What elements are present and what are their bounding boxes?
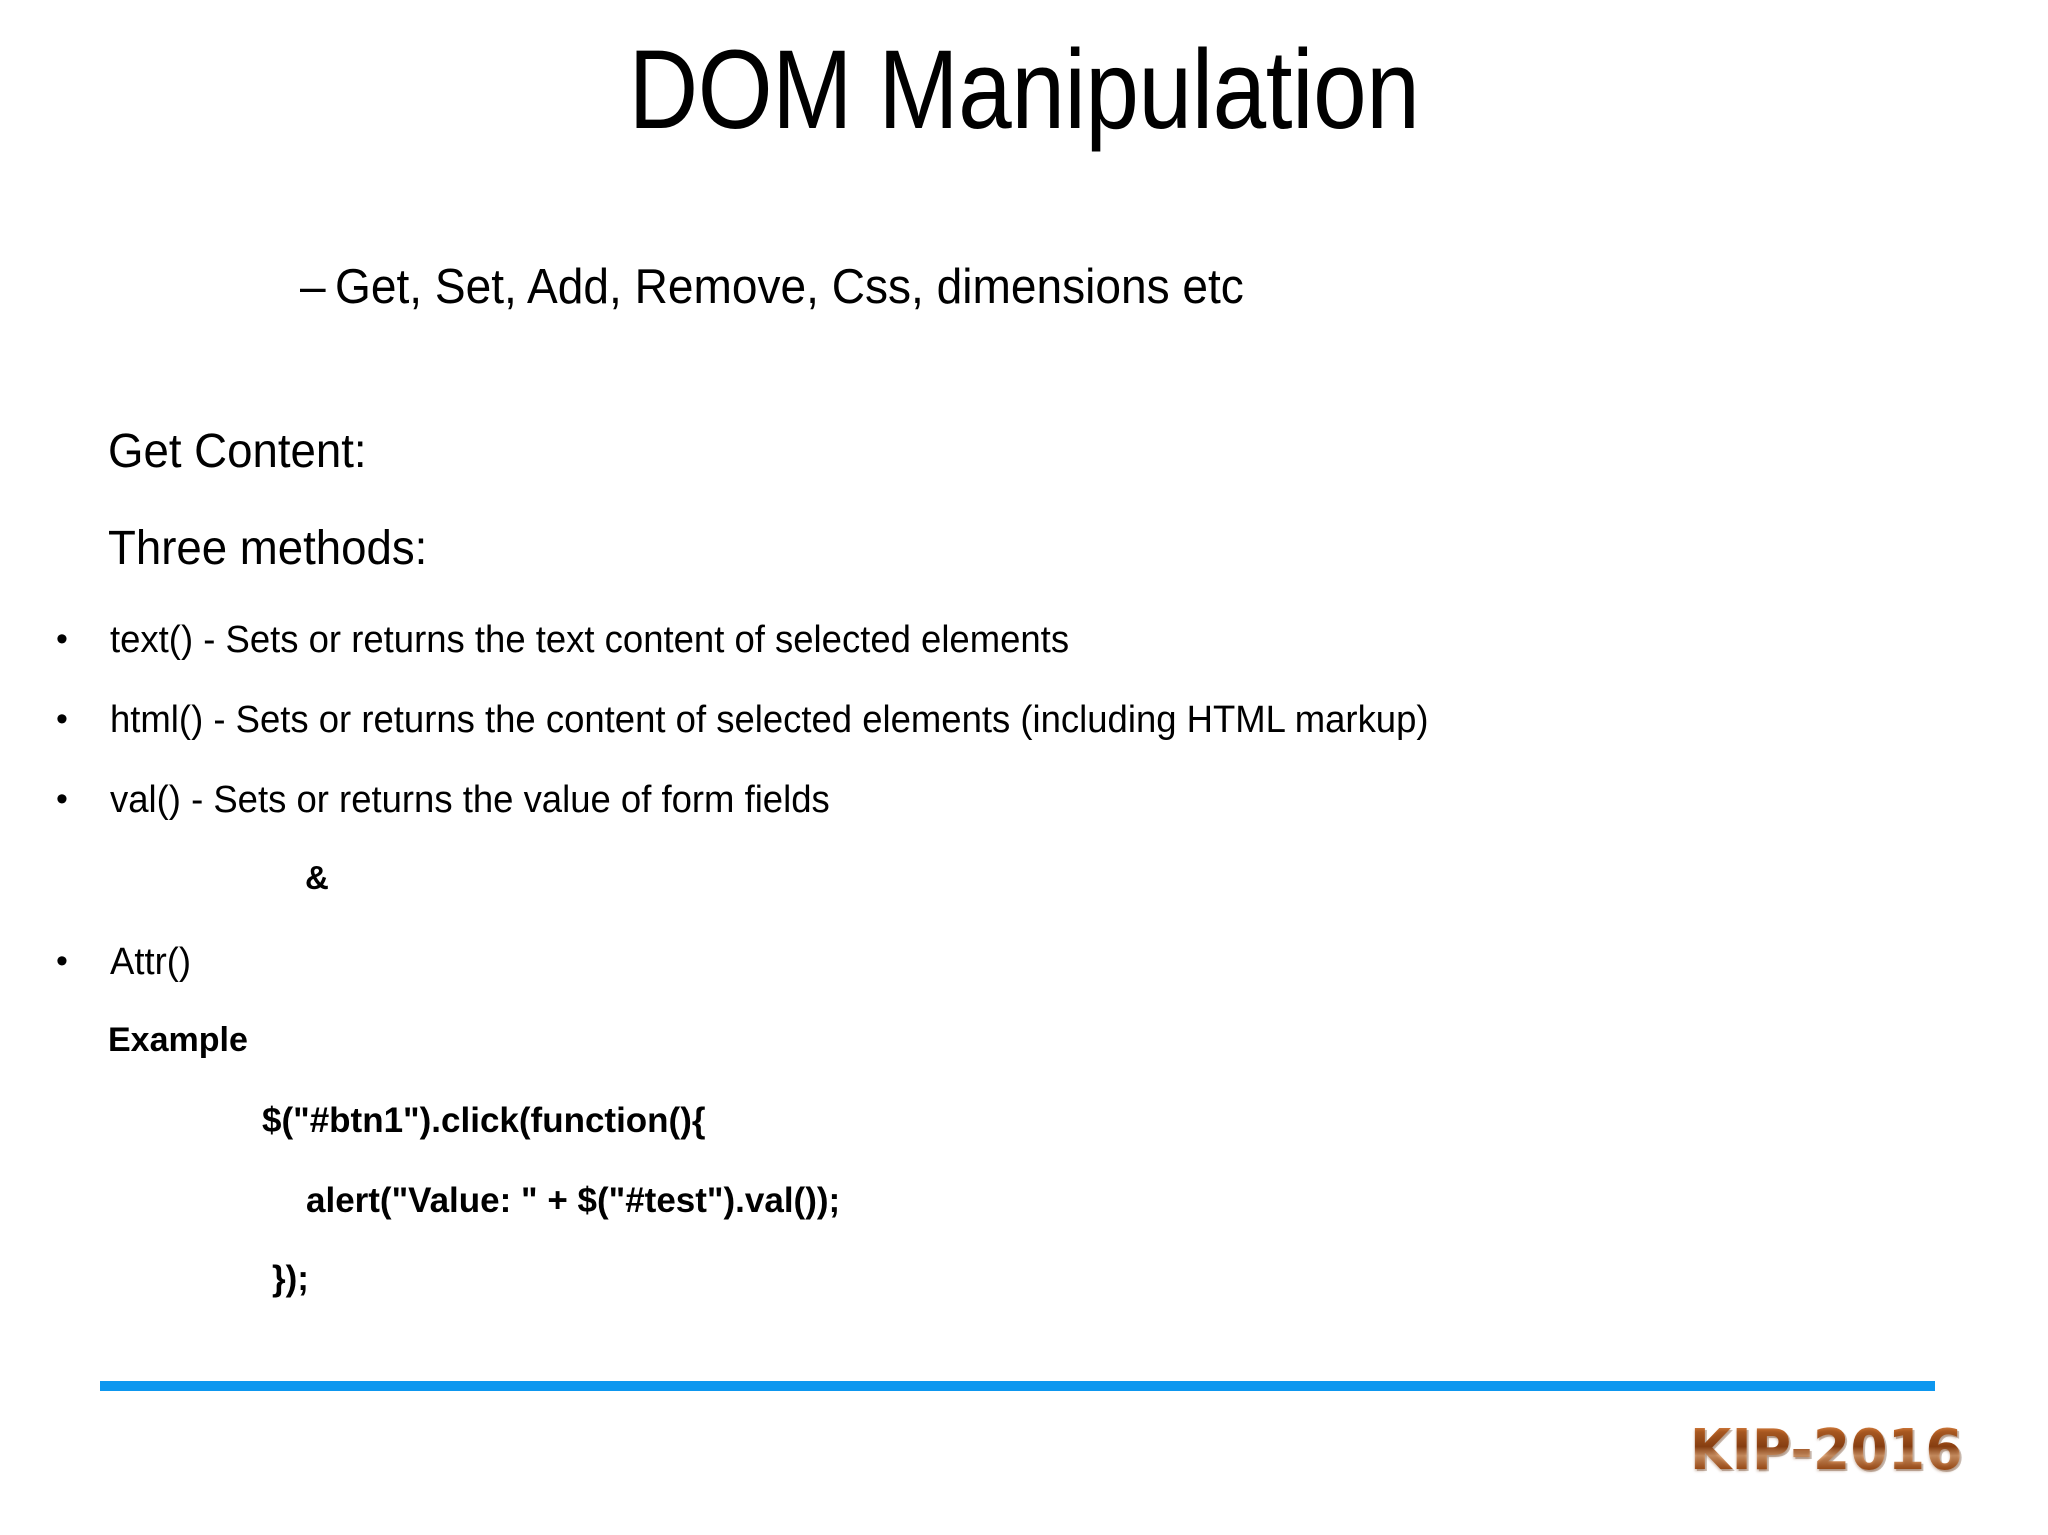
- subtitle-dash-line: –Get, Set, Add, Remove, Css, dimensions …: [300, 258, 1244, 318]
- list-item-label: val() - Sets or returns the value of for…: [110, 779, 830, 821]
- list-item: • text() - Sets or returns the text cont…: [48, 618, 1948, 664]
- subtitle-text: Get, Set, Add, Remove, Css, dimensions e…: [335, 260, 1244, 314]
- list-item: • html() - Sets or returns the content o…: [48, 698, 1948, 744]
- code-line: alert("Value: " + $("#test").val());: [306, 1181, 841, 1220]
- ampersand-separator: &: [305, 859, 329, 896]
- code-line: $("#btn1").click(function(){: [262, 1101, 706, 1140]
- list-item-label: html() - Sets or returns the content of …: [110, 699, 1429, 741]
- footer-divider: [100, 1381, 1935, 1391]
- bullet-marker-icon: •: [56, 700, 68, 738]
- heading-get-content: Get Content:: [108, 425, 367, 478]
- bullet-marker-icon: •: [56, 942, 68, 980]
- bullet-marker-icon: •: [56, 780, 68, 818]
- list-item-label: Attr(): [110, 941, 192, 983]
- list-item: • val() - Sets or returns the value of f…: [48, 778, 1948, 824]
- list-item: • Attr(): [48, 940, 1948, 986]
- heading-three-methods: Three methods:: [108, 522, 428, 575]
- list-item-label: text() - Sets or returns the text conten…: [110, 619, 1070, 661]
- footer-logo-shadow: KIP-2016: [1692, 1420, 1965, 1485]
- page-title: DOM Manipulation: [628, 27, 1420, 152]
- bullet-marker-icon: •: [56, 620, 68, 658]
- en-dash-marker: –: [300, 260, 326, 314]
- code-line: });: [272, 1259, 309, 1298]
- footer-logo: KIP-2016: [1690, 1418, 1964, 1483]
- example-heading: Example: [108, 1021, 248, 1059]
